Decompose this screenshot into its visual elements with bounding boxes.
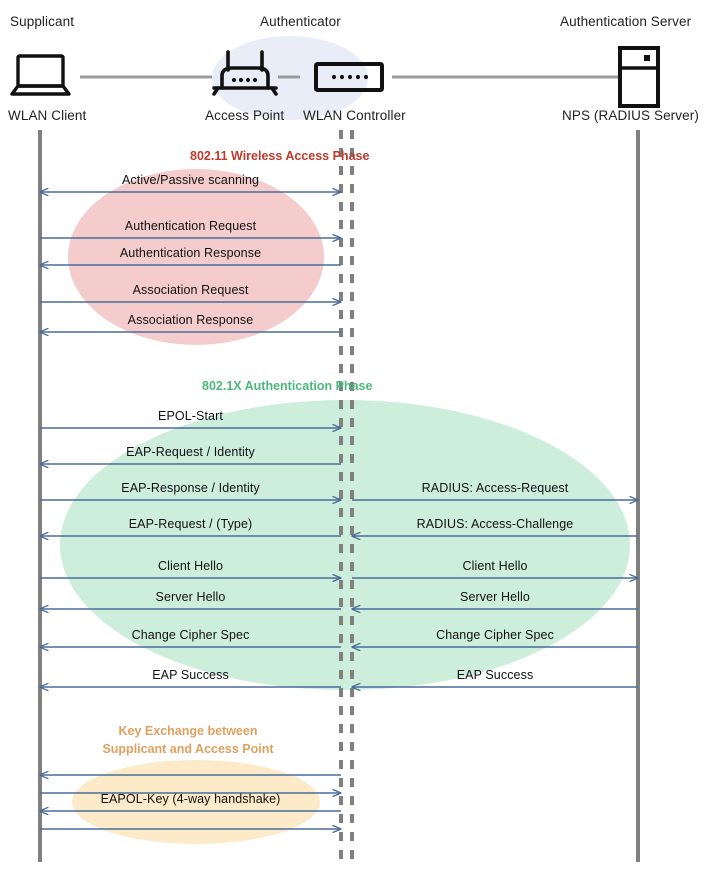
laptop-icon	[10, 54, 71, 96]
phase-label-dot1x-auth: 802.1X Authentication Phase	[202, 379, 373, 393]
access-point-icon	[212, 50, 278, 96]
message-label: Active/Passive scanning	[121, 173, 260, 187]
message-label: Authentication Request	[124, 219, 257, 233]
phase-ellipse-wireless-access	[68, 169, 324, 345]
message-label: EPOL-Start	[158, 409, 223, 423]
message-label: EAP-Response / Identity	[121, 481, 260, 495]
actor-role-auth-server: Authentication Server	[560, 14, 692, 29]
server-icon	[618, 46, 660, 108]
actor-device-supplicant: WLAN Client	[8, 108, 87, 123]
actor-device-wlan-controller: WLAN Controller	[303, 108, 406, 123]
message-label: Change Cipher Spec	[131, 628, 250, 642]
message-label: EAP Success	[456, 668, 534, 682]
message-arrow-layer	[40, 192, 638, 829]
message-label: Server Hello	[155, 590, 226, 604]
message-label: Change Cipher Spec	[436, 628, 554, 642]
message-label: EAP Success	[152, 668, 229, 682]
actor-role-supplicant: Supplicant	[10, 14, 75, 29]
phase-label-key-exchange-line2: Supplicant and Access Point	[102, 742, 274, 756]
message-label: RADIUS: Access-Request	[421, 481, 569, 495]
phase-ellipse-key-exchange	[72, 760, 320, 844]
access-point-leds	[231, 77, 258, 83]
message-label: Association Request	[132, 283, 249, 297]
phase-label-key-exchange-line1: Key Exchange between	[118, 724, 258, 738]
message-label: RADIUS: Access-Challenge	[416, 517, 574, 531]
actor-role-authenticator: Authenticator	[260, 14, 341, 29]
phase-label-key-exchange: Key Exchange between Supplicant and Acce…	[102, 722, 273, 758]
message-label: Client Hello	[157, 559, 224, 573]
phase-label-wireless-access: 802.11 Wireless Access Phase	[190, 149, 370, 163]
message-label: Association Response	[127, 313, 254, 327]
message-label: Server Hello	[460, 590, 530, 604]
actor-device-access-point: Access Point	[205, 108, 285, 123]
message-label: EAP-Request / Identity	[126, 445, 255, 459]
phase-ellipse-dot1x-auth	[60, 400, 630, 690]
message-label: Client Hello	[462, 559, 528, 573]
wlan-controller-icon	[314, 62, 384, 92]
message-label: Authentication Response	[119, 246, 262, 260]
message-label: EAPOL-Key (4-way handshake)	[100, 792, 281, 806]
actor-device-auth-server: NPS (RADIUS Server)	[562, 108, 699, 123]
message-label: EAP-Request / (Type)	[128, 517, 253, 531]
